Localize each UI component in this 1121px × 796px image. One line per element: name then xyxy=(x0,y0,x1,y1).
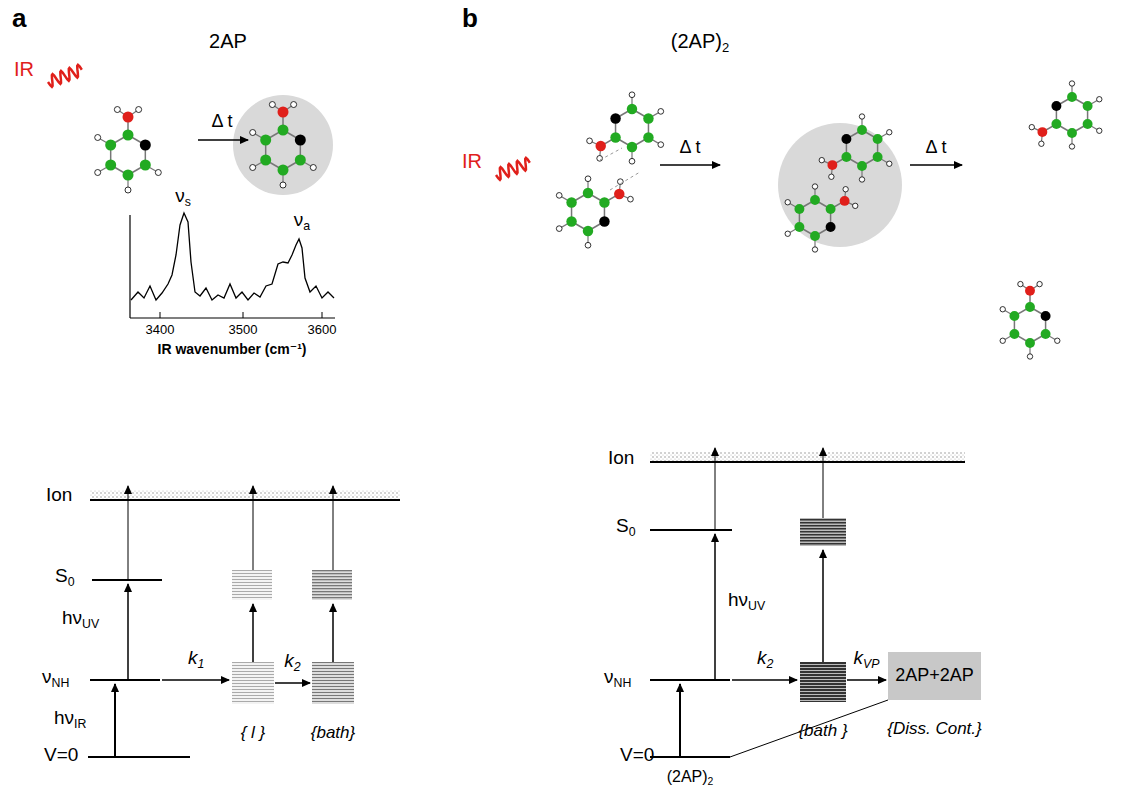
label-text: V=0 xyxy=(620,745,654,766)
label-text: (2AP)2 xyxy=(667,768,714,786)
label-text: 2AP xyxy=(209,30,247,52)
label-text: 3400 xyxy=(146,323,175,337)
label-text: a xyxy=(12,4,26,33)
box-caption: {bath} xyxy=(311,724,355,743)
state-box: 2AP+2AP{Diss. Cont.} xyxy=(888,652,981,700)
label-text: Δ t xyxy=(211,112,232,132)
rate-label: k2 xyxy=(284,651,300,672)
label-text: S0 xyxy=(616,516,636,537)
label-text: Ion xyxy=(608,448,634,469)
label-text: Δ t xyxy=(679,138,700,158)
state-box: {bath } xyxy=(800,662,846,702)
label-text: IR wavenumber (cm⁻¹) xyxy=(158,342,307,357)
label-text: IR xyxy=(14,58,34,80)
label-text: hνUV xyxy=(62,608,99,629)
rate-label: kVP xyxy=(854,648,880,669)
label-text: S0 xyxy=(55,566,75,587)
label-text: IR xyxy=(462,150,482,172)
label-text: k2 xyxy=(757,648,773,669)
label-text: b xyxy=(462,4,478,33)
label-text: 3500 xyxy=(229,323,258,337)
label-text: (2AP)2 xyxy=(671,30,729,52)
label-text: νNH xyxy=(604,667,631,688)
box-caption: {Diss. Cont.} xyxy=(887,720,982,739)
box-caption: {bath } xyxy=(798,722,847,741)
label-text: hνIR xyxy=(54,708,86,729)
state-box: {bath} xyxy=(312,662,354,704)
rate-arrow xyxy=(275,682,310,684)
label-text: 3600 xyxy=(308,323,337,337)
label-text: νNH xyxy=(42,667,69,688)
label-text: k1 xyxy=(188,648,204,669)
label-text: Δ t xyxy=(925,138,946,158)
label-text: V=0 xyxy=(44,745,78,766)
rate-arrow xyxy=(847,679,886,681)
label-text: Ion xyxy=(46,485,72,506)
label-text: νs xyxy=(175,186,191,207)
box-text: 2AP+2AP xyxy=(895,666,974,686)
label-text: νa xyxy=(294,210,310,231)
label-text: hνUV xyxy=(728,590,765,611)
box-caption: { l } xyxy=(241,724,266,743)
state-box: { l } xyxy=(232,662,274,704)
